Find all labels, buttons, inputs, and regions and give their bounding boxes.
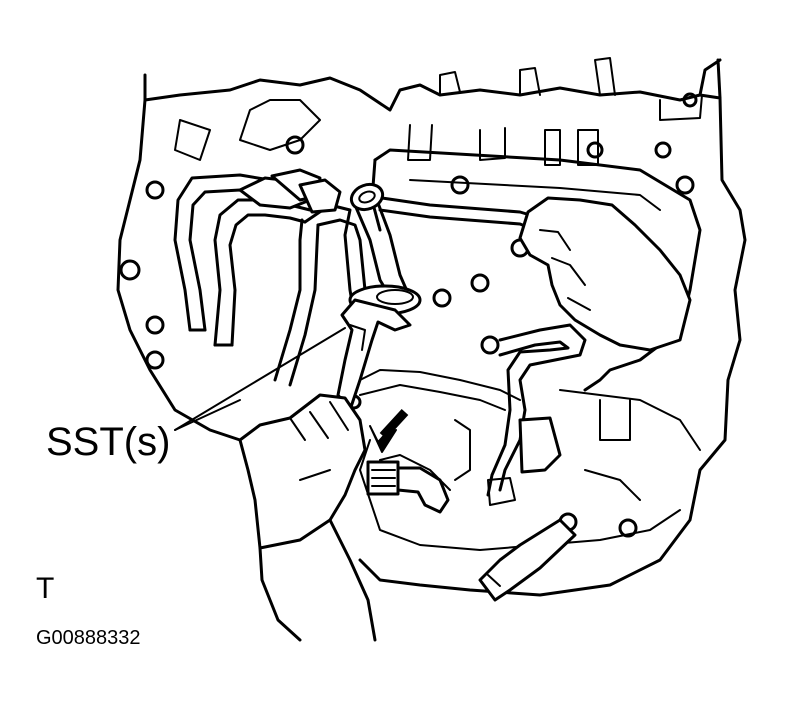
sst-callout-label: SST(s) (46, 420, 171, 464)
callout-leader (174, 327, 346, 431)
view-letter: T (36, 572, 55, 605)
lower-fitting (366, 460, 577, 602)
cooler-pipes (173, 168, 372, 387)
transmission-housing (116, 57, 747, 597)
valve-body-cover (359, 148, 702, 551)
hands (238, 196, 692, 642)
figure-code: G00888332 (36, 627, 141, 649)
sst-wrench (336, 298, 412, 412)
bolts (119, 92, 698, 538)
right-hose (486, 323, 587, 506)
direction-arrow (369, 408, 409, 453)
